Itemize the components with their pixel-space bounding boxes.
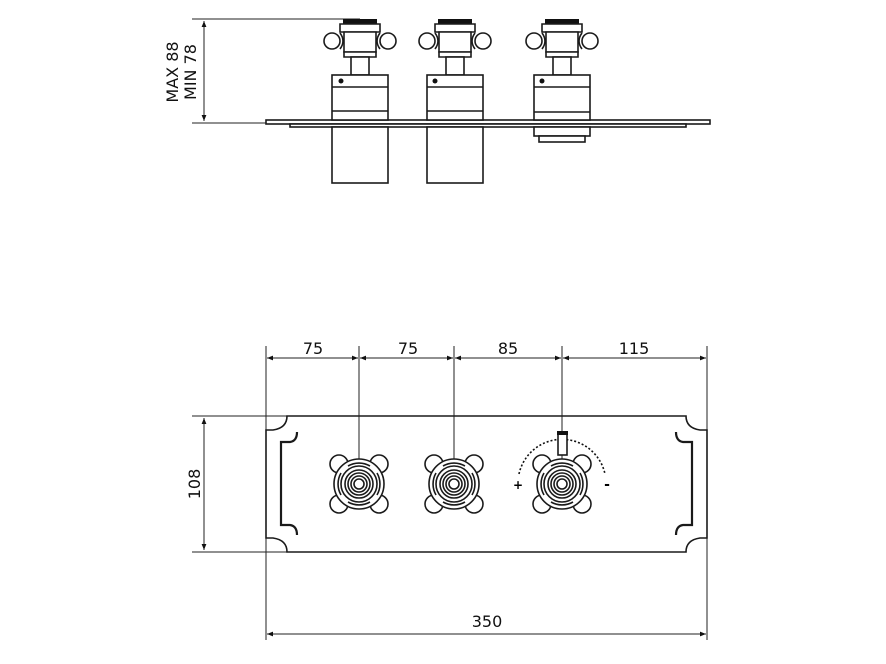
side-valve-2 <box>418 18 492 184</box>
cross-handle-1 <box>329 454 389 514</box>
max-height-label: MAX 88 <box>163 41 182 102</box>
plus-label: + <box>513 478 523 492</box>
cross-handle-2 <box>424 454 484 514</box>
plate-outline <box>265 415 708 553</box>
side-valve-1 <box>323 18 397 184</box>
thermostat-handle: + - <box>513 431 610 514</box>
spacing-dim-2: 75 <box>398 339 418 358</box>
front-view: 75 75 85 115 108 350 + - <box>185 339 708 640</box>
spacing-dim-4: 115 <box>619 339 650 358</box>
spacing-dim-1: 75 <box>303 339 323 358</box>
min-height-label: MIN 78 <box>181 44 200 100</box>
side-view: MAX 88 MIN 78 <box>163 18 711 184</box>
minus-label: - <box>604 477 610 493</box>
height-dim: 108 <box>185 469 204 500</box>
width-dim: 350 <box>472 612 503 631</box>
spacing-dim-3: 85 <box>498 339 518 358</box>
side-valve-3 <box>525 18 599 143</box>
